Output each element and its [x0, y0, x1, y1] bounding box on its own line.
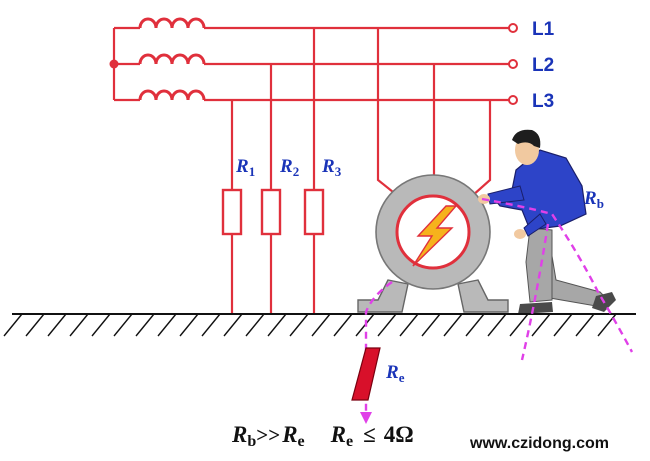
label-r3: R3: [321, 156, 342, 179]
leakage-through-body: [481, 197, 634, 353]
ground-hatch-mark: [487, 313, 507, 337]
ground-hatch-icon: [3, 313, 636, 337]
ground-hatch-mark: [47, 313, 67, 337]
motor-right-foot: [457, 279, 509, 313]
coil-l1: [138, 17, 206, 29]
ground-hatch-mark: [179, 313, 199, 337]
motor-icon: [357, 174, 509, 313]
leakage-paths: [364, 197, 634, 412]
ground-hatch-mark: [267, 313, 287, 337]
label-l2: L2: [532, 55, 554, 76]
ground-hatch-mark: [597, 313, 617, 337]
ground-hatch-mark: [25, 313, 45, 337]
ground-hatch-mark: [377, 313, 397, 337]
ground-hatch-mark: [553, 313, 573, 337]
ground-hatch-mark: [311, 313, 331, 337]
ground-hatch-mark: [465, 313, 485, 337]
ground-hatch-mark: [113, 313, 133, 337]
neutral-node: [109, 59, 119, 69]
ground-hatch-mark: [69, 313, 89, 337]
person-icon: [478, 129, 616, 314]
leakage-arrowhead: [360, 412, 372, 424]
ground-hatch-mark: [245, 313, 265, 337]
leakage-to-electrode: [364, 281, 393, 412]
label-r2: R2: [279, 156, 299, 179]
transformer-coils: [138, 17, 206, 101]
lightning-bolt-icon: [412, 205, 458, 267]
ground-hatch-mark: [421, 313, 441, 337]
ground-hatch-mark: [575, 313, 595, 337]
ground-hatch-mark: [399, 313, 419, 337]
ground-hatch-mark: [201, 313, 221, 337]
ground-hatch-mark: [223, 313, 243, 337]
resistor-r2: [260, 188, 282, 236]
motor-left-foot: [357, 279, 409, 313]
wiring: [112, 26, 510, 314]
ground-hatch-mark: [157, 313, 177, 337]
label-r1: R1: [235, 156, 255, 179]
line-terminals: [508, 23, 518, 105]
ground-hatch-mark: [531, 313, 551, 337]
ground-electrode-icon: [351, 347, 381, 401]
ground-hatch-mark: [135, 313, 155, 337]
ground-hatch-mark: [91, 313, 111, 337]
ground-hatch-mark: [443, 313, 463, 337]
ground-hatch-mark: [509, 313, 529, 337]
watermark: www.czidong.com: [469, 435, 609, 452]
coil-l2: [138, 53, 206, 65]
label-re: Re: [385, 362, 405, 385]
ground-hatch-mark: [333, 313, 353, 337]
label-l1: L1: [532, 19, 555, 40]
ground-hatch-mark: [3, 313, 23, 337]
label-rb: Rb: [583, 188, 604, 211]
resistor-r1: [221, 188, 243, 236]
resistor-boxes: [221, 188, 325, 236]
leakage-through-leg: [520, 223, 550, 361]
coil-l3: [138, 89, 206, 101]
label-l3: L3: [532, 91, 554, 112]
resistor-r3: [303, 188, 325, 236]
ground-hatch-mark: [289, 313, 309, 337]
